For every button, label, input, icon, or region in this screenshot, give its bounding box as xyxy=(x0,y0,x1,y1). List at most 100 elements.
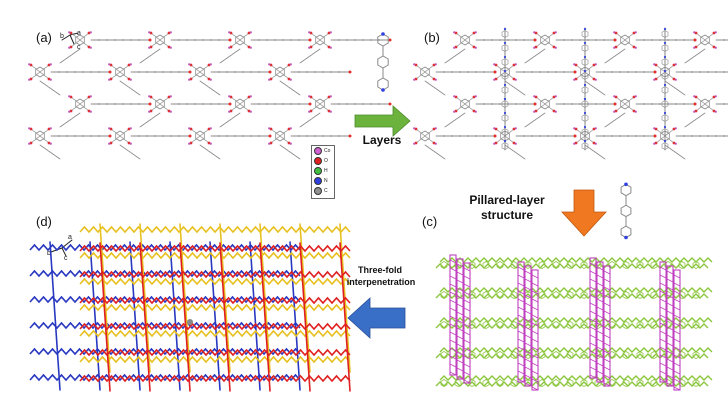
carboxylate-arm xyxy=(39,135,50,144)
blue-net xyxy=(289,241,301,391)
cobalt-atom xyxy=(28,78,31,81)
cobalt-atom xyxy=(554,46,557,49)
chain-bond xyxy=(524,112,546,128)
carboxylate-arm xyxy=(319,96,330,105)
green-ring xyxy=(650,261,658,269)
pillar-rung xyxy=(659,330,667,335)
pillar-rung xyxy=(517,338,525,343)
pillar-rung xyxy=(524,342,532,347)
yellow-net xyxy=(99,223,111,373)
red-net xyxy=(339,242,351,392)
carbon-atom xyxy=(611,71,613,73)
carbon-atom xyxy=(234,71,236,73)
central-node xyxy=(187,319,193,325)
oxygen-atom xyxy=(29,141,33,145)
pyridine-ring xyxy=(661,100,669,108)
pillar-rung xyxy=(524,358,532,363)
carbon-atom xyxy=(146,71,148,73)
pillar-rung xyxy=(524,374,532,379)
green-ring xyxy=(538,261,546,269)
carbon-atom xyxy=(515,103,517,105)
carbon-atom xyxy=(491,39,493,41)
oxygen-atom xyxy=(573,70,577,74)
carboxylate-arm xyxy=(704,39,715,48)
cobalt-atom xyxy=(28,63,31,66)
cobalt-atom xyxy=(634,31,637,34)
carbon-atom xyxy=(675,39,677,41)
pillar-rung xyxy=(517,282,525,287)
pillar-rung xyxy=(517,378,525,383)
carboxylate-arm xyxy=(79,103,90,112)
carboxylate-arm xyxy=(704,32,715,41)
red-net xyxy=(219,242,231,392)
carbon-atom xyxy=(90,71,92,73)
carbon-atom xyxy=(218,103,220,105)
chain-bond xyxy=(219,112,241,128)
blue-net xyxy=(29,321,301,330)
oxygen-atom xyxy=(388,102,392,106)
pillar-rung xyxy=(666,310,674,315)
pillar-rung xyxy=(666,366,674,371)
pillar-rung xyxy=(456,295,464,300)
cobalt-atom xyxy=(573,78,576,81)
pillar-rung xyxy=(666,382,674,387)
cobalt-atom xyxy=(474,95,477,98)
carbon-atom xyxy=(202,39,204,41)
pillar-rung xyxy=(449,363,457,368)
pyridine-ring xyxy=(661,44,669,52)
oxygen-atom xyxy=(552,109,556,113)
pillar-rung xyxy=(531,290,539,295)
carboxylate-arm xyxy=(150,39,161,48)
pillar-rung xyxy=(589,334,597,339)
cobalt-atom xyxy=(653,63,656,66)
carbon-atom xyxy=(707,71,709,73)
carbon-atom xyxy=(58,135,60,137)
carbon-atom xyxy=(298,39,300,41)
carbon-atom xyxy=(579,39,581,41)
red-net xyxy=(79,374,351,383)
green-ring xyxy=(496,261,504,269)
green-ring xyxy=(622,351,630,359)
pillar-rung xyxy=(659,322,667,327)
oxygen-atom xyxy=(348,134,352,138)
carbon-atom xyxy=(707,135,709,137)
carbon-atom xyxy=(186,103,188,105)
carbon-atom xyxy=(499,103,501,105)
green-ring xyxy=(566,379,574,387)
green-ring xyxy=(538,291,546,299)
linker-ring xyxy=(115,66,125,78)
cobalt-atom xyxy=(249,110,252,113)
green-ring xyxy=(566,261,574,269)
panel-label-a: (a) xyxy=(36,30,52,45)
yellow-net xyxy=(299,223,311,373)
carboxylate-arm xyxy=(150,32,161,41)
pyridine-ring xyxy=(581,100,589,108)
carbon-atom xyxy=(699,135,701,137)
pillar-rung xyxy=(517,274,525,279)
carbon-atom xyxy=(667,39,669,41)
carboxylate-arm xyxy=(695,32,706,41)
carbon-atom xyxy=(322,71,324,73)
linker-ring xyxy=(540,34,550,46)
chain-bond xyxy=(59,112,81,128)
green-ring xyxy=(664,261,672,269)
pillar-rung xyxy=(449,355,457,360)
oxygen-atom xyxy=(108,134,112,138)
magenta-pillar xyxy=(673,269,681,391)
carboxylate-arm xyxy=(424,64,435,73)
cobalt-atom xyxy=(693,46,696,49)
chain-bond xyxy=(424,80,446,96)
green-ring xyxy=(468,379,476,387)
pillar-rung xyxy=(463,371,471,376)
chain-bond xyxy=(664,144,686,160)
carboxylate-arm xyxy=(424,71,435,80)
carboxylate-arm xyxy=(535,103,546,112)
linker-ring xyxy=(700,98,710,110)
carbon-atom xyxy=(122,103,124,105)
pillar-rung xyxy=(596,290,604,295)
pyridine-ring xyxy=(661,114,669,122)
carboxylate-arm xyxy=(544,32,555,41)
green-ring xyxy=(580,321,588,329)
carboxylate-arm xyxy=(270,64,281,73)
pillar-rung xyxy=(659,274,667,279)
